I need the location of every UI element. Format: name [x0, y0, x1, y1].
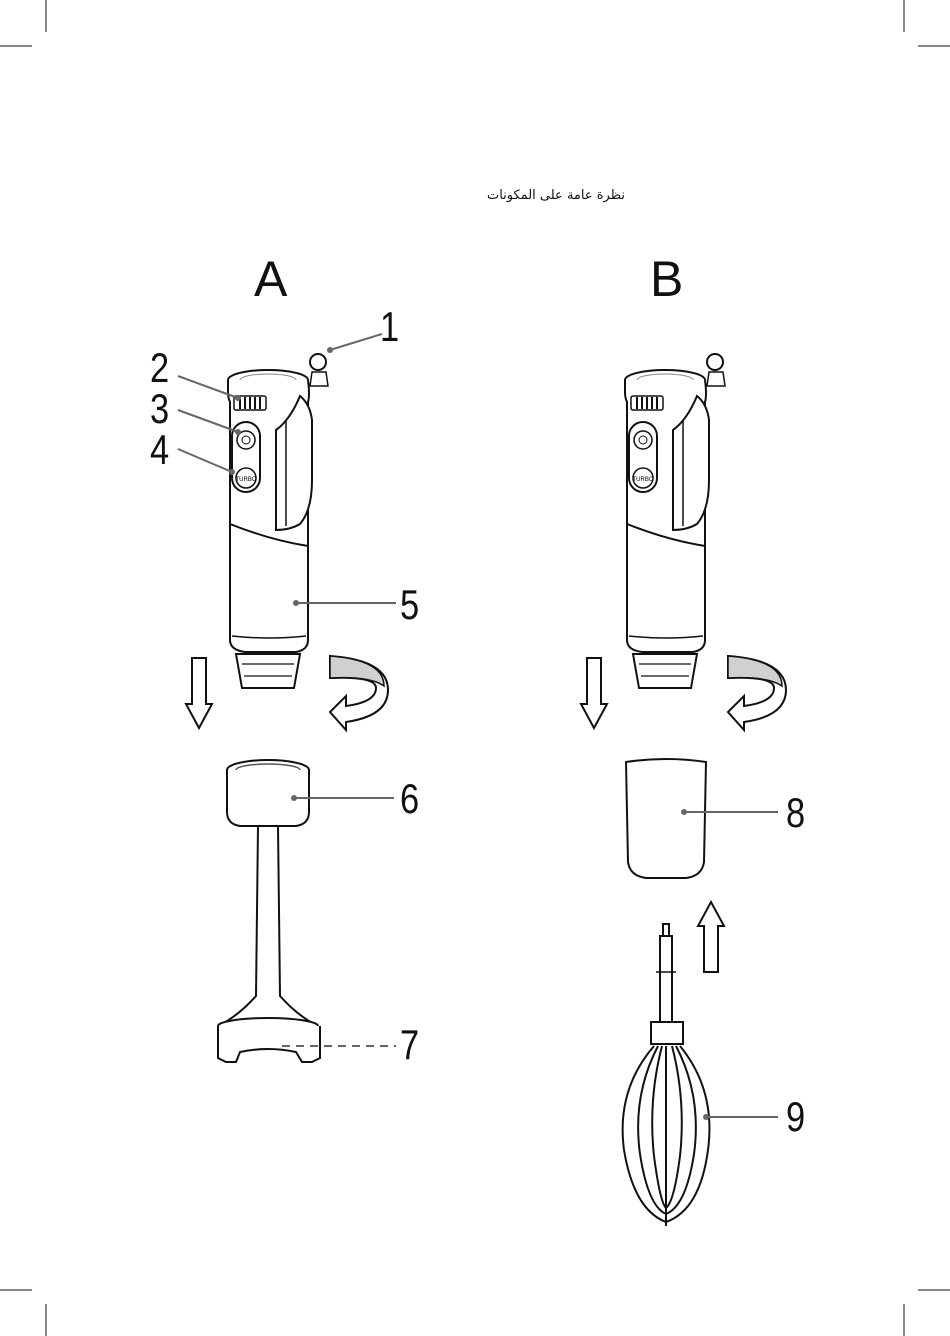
hand-blender-motor-unit-b [625, 354, 725, 688]
hand-blender-motor-unit-a [228, 354, 328, 688]
turbo-button-label-a: TURBO [236, 477, 257, 483]
up-arrow-icon-b [698, 902, 724, 972]
turbo-button-label-b: TURBO [633, 477, 654, 483]
blending-shaft [218, 760, 320, 1062]
down-arrow-icon-b [581, 658, 607, 728]
down-arrow-icon-a [186, 658, 212, 728]
whisk [623, 924, 710, 1226]
leader-line-4 [178, 449, 232, 472]
whisk-gearbox [626, 759, 706, 878]
leader-line-1 [330, 334, 382, 350]
